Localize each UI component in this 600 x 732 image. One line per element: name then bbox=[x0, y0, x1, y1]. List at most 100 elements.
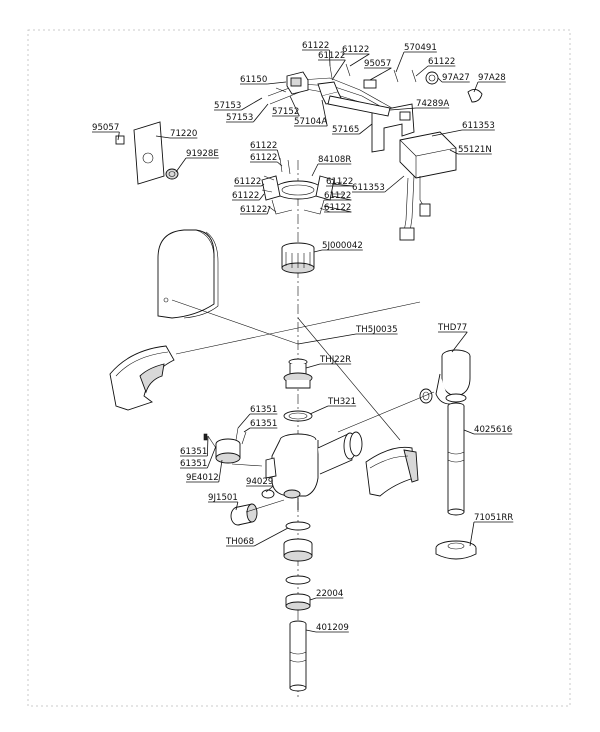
part-label-57165: 57165 bbox=[332, 123, 373, 135]
part-number-text: 570491 bbox=[404, 43, 437, 53]
part-label-61122_c: 61122 bbox=[342, 45, 370, 67]
part-label-57153_b: 57153 bbox=[226, 103, 269, 123]
part-label-th5j0035: TH5J0035 bbox=[297, 325, 398, 345]
leader-line bbox=[309, 405, 329, 415]
part-number-text: 61122 bbox=[324, 191, 351, 201]
leader-line bbox=[206, 435, 209, 457]
part-label-97a27: 97A27 bbox=[437, 73, 470, 83]
cover-TH5J0035 bbox=[157, 229, 219, 319]
part-label-95057_b: 95057 bbox=[92, 123, 120, 141]
part-label-94029: 94029 bbox=[246, 477, 274, 493]
leader-line bbox=[305, 629, 317, 633]
page-frame bbox=[27, 29, 571, 707]
part-label-401209: 401209 bbox=[305, 623, 349, 633]
nut-22004 bbox=[285, 593, 311, 611]
leader-line bbox=[321, 99, 328, 127]
part-label-22004: 22004 bbox=[309, 589, 344, 601]
leader-line bbox=[218, 459, 223, 483]
part-label-611353_b: 611353 bbox=[352, 175, 405, 193]
leader-line bbox=[451, 331, 468, 353]
part-number-text: 57152 bbox=[272, 107, 299, 117]
part-label-th321: TH321 bbox=[309, 397, 357, 415]
part-label-61122_b: 61122 bbox=[318, 51, 346, 81]
leader-line bbox=[384, 175, 405, 193]
part-label-57153_a: 57153 bbox=[214, 97, 263, 111]
part-label-55121n: 55121N bbox=[449, 145, 492, 155]
leader-line bbox=[437, 77, 443, 83]
valve-head-5J000042 bbox=[281, 242, 315, 274]
leader-line bbox=[389, 107, 417, 111]
part-label-61351_c: 61351 bbox=[180, 435, 209, 457]
leader-line bbox=[309, 597, 317, 601]
part-number-text: 71051RR bbox=[474, 513, 513, 523]
part-number-text: 97A28 bbox=[478, 73, 506, 83]
leader-line bbox=[276, 149, 281, 161]
part-number-text: 5J000042 bbox=[322, 241, 363, 251]
diaphragm-THJ22R bbox=[283, 358, 313, 389]
part-number-text: 61122 bbox=[234, 177, 261, 187]
leader-line bbox=[415, 65, 429, 77]
leader-line bbox=[243, 427, 251, 433]
part-number-text: TH321 bbox=[327, 397, 356, 407]
tube-401209 bbox=[289, 620, 307, 692]
part-label-611353_a: 611353 bbox=[431, 121, 495, 137]
leader-line bbox=[265, 485, 274, 493]
part-number-text: 61150 bbox=[240, 75, 267, 85]
leader-line bbox=[311, 163, 319, 177]
sensor-bracket-assembly bbox=[267, 63, 483, 241]
mounting-ring-84108R bbox=[261, 157, 344, 215]
leader-line bbox=[449, 149, 459, 155]
part-number-text: 61122 bbox=[428, 57, 455, 67]
part-number-text: 57165 bbox=[332, 125, 359, 135]
part-number-text: 61351 bbox=[250, 419, 277, 429]
leader-line bbox=[235, 501, 239, 511]
flange-71051RR bbox=[435, 540, 477, 560]
leader-line bbox=[267, 81, 287, 85]
part-label-61122_h: 61122 bbox=[326, 177, 354, 187]
leader-line bbox=[155, 135, 171, 139]
part-label-570491: 570491 bbox=[395, 43, 437, 73]
part-number-text: 61122 bbox=[302, 41, 329, 51]
leader-line bbox=[469, 521, 475, 547]
leader-line bbox=[266, 205, 271, 215]
part-number-text: 95057 bbox=[92, 123, 119, 133]
part-number-text: 61122 bbox=[250, 153, 277, 163]
leader-line bbox=[331, 59, 346, 81]
valve-body bbox=[265, 431, 363, 510]
trim-shell-right bbox=[365, 446, 419, 497]
vacuum-breaker-THD77 bbox=[419, 349, 471, 405]
seal-stack-TH068 bbox=[283, 521, 313, 585]
part-number-text: 61351 bbox=[180, 447, 207, 457]
part-number-text: 61122 bbox=[324, 203, 351, 213]
part-label-97a28: 97A28 bbox=[473, 73, 506, 93]
leader-line bbox=[253, 527, 289, 547]
part-number-text: 91928E bbox=[186, 149, 219, 159]
part-number-text: 71220 bbox=[170, 129, 197, 139]
leader-line bbox=[349, 53, 370, 67]
part-label-71051rr: 71051RR bbox=[469, 513, 513, 547]
part-label-61122_e: 61122 bbox=[250, 141, 281, 161]
part-number-text: 611353 bbox=[352, 183, 385, 193]
part-number-text: 61122 bbox=[240, 205, 267, 215]
part-label-91928e: 91928E bbox=[175, 149, 219, 173]
leader-line bbox=[323, 205, 352, 213]
trim-shell-left bbox=[109, 345, 175, 411]
part-label-61122_l: 61122 bbox=[323, 203, 352, 213]
part-label-84108r: 84108R bbox=[311, 155, 351, 177]
part-number-text: 61122 bbox=[318, 51, 345, 61]
part-label-th068: TH068 bbox=[225, 527, 289, 547]
leader-line bbox=[395, 51, 405, 73]
leader-line bbox=[305, 363, 321, 369]
leader-line bbox=[289, 95, 300, 117]
part-number-text: 61122 bbox=[232, 191, 259, 201]
part-number-text: 61351 bbox=[250, 405, 277, 415]
leader-line bbox=[261, 183, 265, 187]
part-label-4025616: 4025616 bbox=[463, 425, 513, 435]
leader-line bbox=[175, 157, 187, 173]
o-ring-TH321 bbox=[283, 410, 313, 422]
part-label-thd77: THD77 bbox=[437, 323, 468, 353]
part-number-text: 95057 bbox=[364, 59, 391, 69]
part-number-text: 61122 bbox=[326, 177, 353, 187]
leader-line bbox=[463, 429, 475, 435]
